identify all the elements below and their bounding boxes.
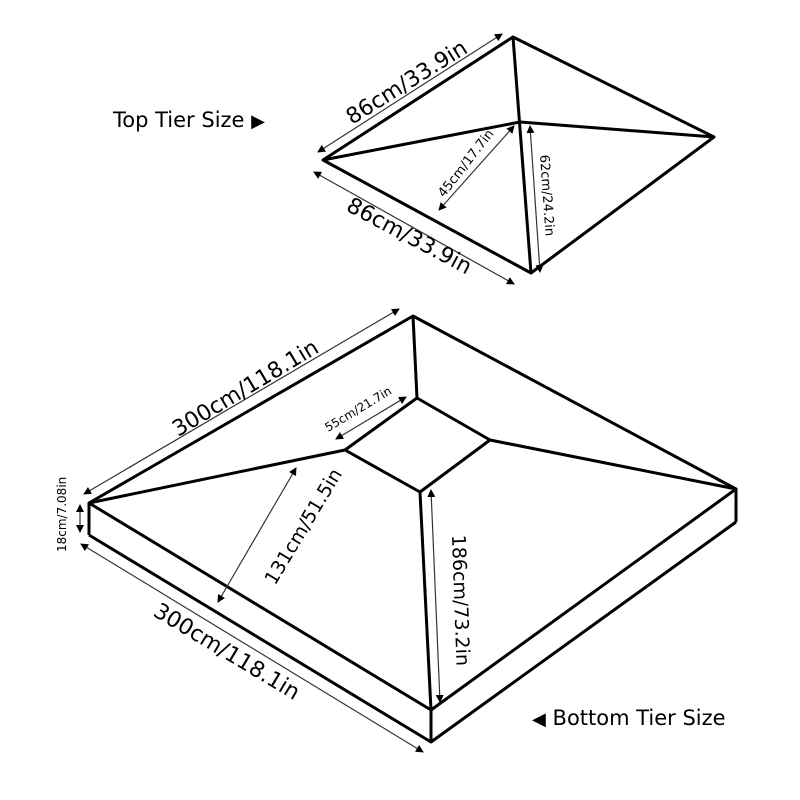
bottom-tier-canopy: [87, 314, 738, 744]
bottom-side-upper-label: 300cm/118.1in: [168, 335, 323, 442]
bottom-tier-dimensions: [76, 308, 444, 753]
top-tier-dimensions: [313, 33, 544, 285]
bottom-top-opening-label: 55cm/21.7in: [322, 384, 394, 435]
bottom-ridge-length-label: 186cm/73.2in: [447, 534, 474, 666]
bottom-tier-label-text: Bottom Tier Size: [552, 706, 726, 730]
bottom-valance-height-label: 18cm/7.08in: [55, 477, 69, 552]
right-arrow-icon: ▶: [251, 111, 265, 132]
top-tier-labels: 86cm/33.9in 86cm/33.9in 45cm/17.7in 62cm…: [342, 36, 557, 280]
top-tier-label-text: Top Tier Size: [113, 108, 245, 132]
top-side-upper-label: 86cm/33.9in: [342, 36, 472, 130]
bottom-slant-height-label: 131cm/51.5in: [260, 465, 346, 589]
left-arrow-icon: ◀: [532, 709, 546, 730]
top-tier-label: Top Tier Size ▶: [113, 108, 265, 132]
top-ridge-length-label: 62cm/24.2in: [536, 154, 557, 236]
bottom-tier-label: ◀ Bottom Tier Size: [532, 706, 726, 730]
top-tier-canopy: [321, 35, 716, 275]
